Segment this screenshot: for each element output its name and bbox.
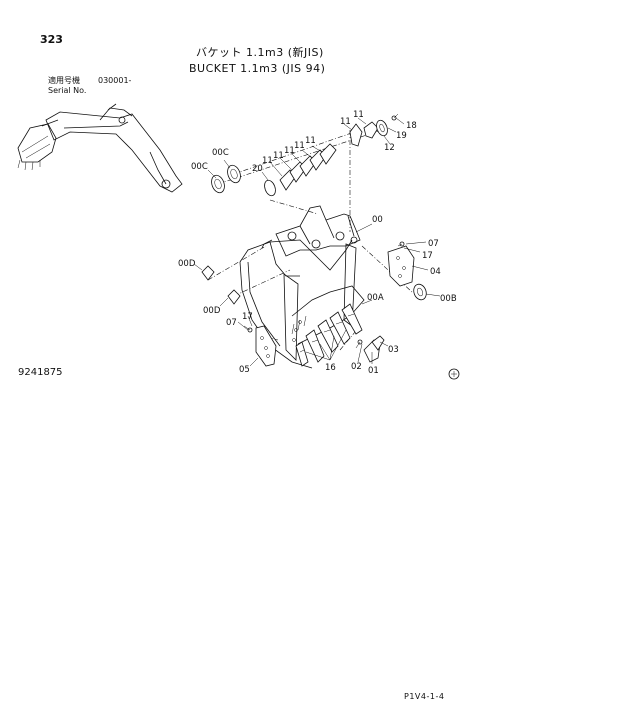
callout-00B: 00B <box>440 294 457 304</box>
callout-11-upper: 11 <box>340 117 351 127</box>
callout-11-2: 11 <box>273 151 284 161</box>
callout-11-5: 11 <box>305 136 316 146</box>
callout-11-1: 11 <box>262 156 273 166</box>
callout-16: 16 <box>325 363 336 373</box>
callout-11-3: 11 <box>284 146 295 156</box>
callout-00D-lower: 00D <box>203 306 221 316</box>
callout-18: 18 <box>406 121 417 131</box>
footer-page-code: P1V4-1-4 <box>404 692 445 701</box>
serial-number-value: 030001- <box>98 76 132 85</box>
page-title-japanese: バケット 1.1m3 (新JIS) <box>196 46 324 59</box>
excavator-front-attachment-icon <box>17 103 183 193</box>
callout-00: 00 <box>372 215 383 225</box>
callout-17-right: 17 <box>422 251 433 261</box>
callout-07-right: 07 <box>428 239 439 249</box>
callout-20: 20 <box>252 164 263 174</box>
page-title-english: BUCKET 1.1m3 (JIS 94) <box>189 62 326 75</box>
callout-00C-lower: 00C <box>191 162 208 172</box>
callout-00A: 00A <box>367 293 384 303</box>
callout-03: 03 <box>388 345 399 355</box>
bucket-assembly-drawing <box>239 205 365 369</box>
callout-04: 04 <box>430 267 441 277</box>
callout-00D-upper: 00D <box>178 259 196 269</box>
serial-label-japanese: 適用号機 <box>48 76 80 85</box>
catalog-number: 9241875 <box>18 367 63 378</box>
callout-labels: 00 00A 00B 00C 00C 00D 00D 01 02 03 04 0… <box>178 110 457 376</box>
circle-stamp-icon <box>448 368 460 380</box>
callout-11-4: 11 <box>294 141 305 151</box>
callout-12: 12 <box>384 143 395 153</box>
page-number: 323 <box>40 33 63 46</box>
callout-11-top: 11 <box>353 110 364 120</box>
callout-19: 19 <box>396 131 407 141</box>
callout-17-left: 17 <box>242 312 253 322</box>
serial-label-english: Serial No. <box>48 86 87 95</box>
callout-05: 05 <box>239 365 250 375</box>
callout-01: 01 <box>368 366 379 376</box>
leader-lines <box>193 117 441 367</box>
callout-07-left: 07 <box>226 318 237 328</box>
callout-00C-upper: 00C <box>212 148 229 158</box>
callout-02: 02 <box>351 362 362 372</box>
pin-and-spacer-parts <box>211 113 399 197</box>
side-and-tip-parts <box>201 241 427 367</box>
